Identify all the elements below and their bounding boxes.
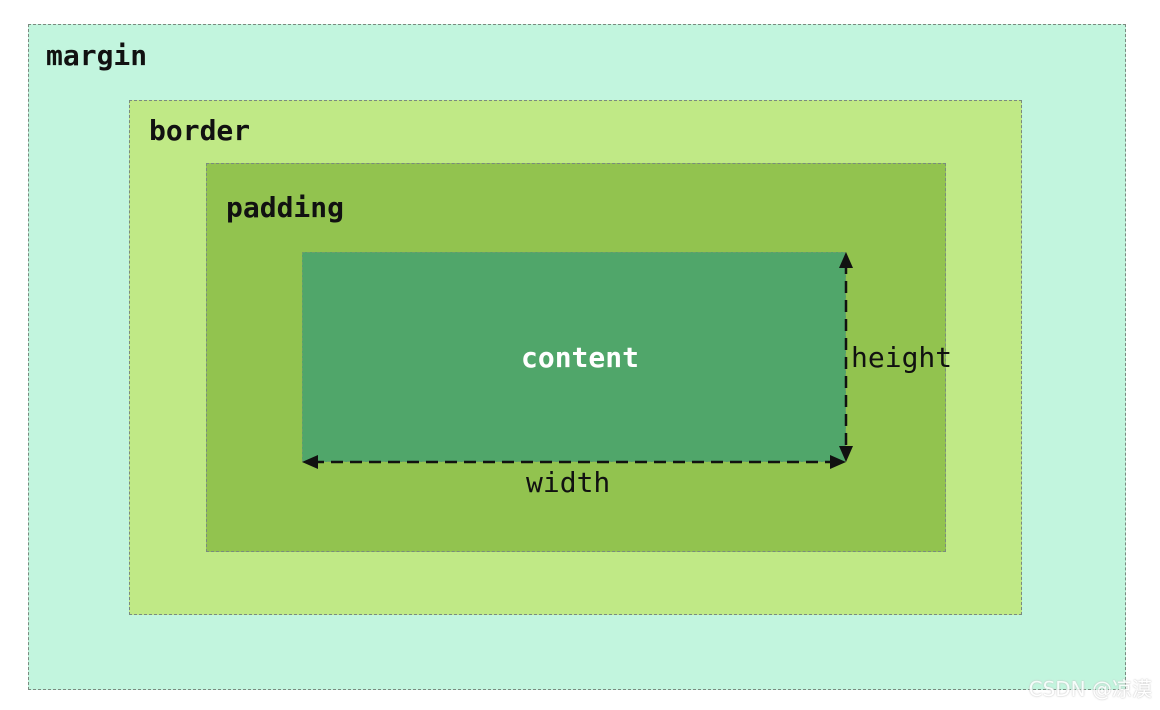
content-label: content — [520, 341, 639, 374]
padding-label: padding — [226, 191, 345, 224]
watermark: CSDN @凉漠 — [1028, 677, 1152, 701]
content-layer — [302, 252, 846, 462]
height-label: height — [851, 341, 953, 374]
width-label: width — [526, 466, 611, 499]
margin-label: margin — [46, 39, 148, 72]
border-label: border — [149, 114, 251, 147]
